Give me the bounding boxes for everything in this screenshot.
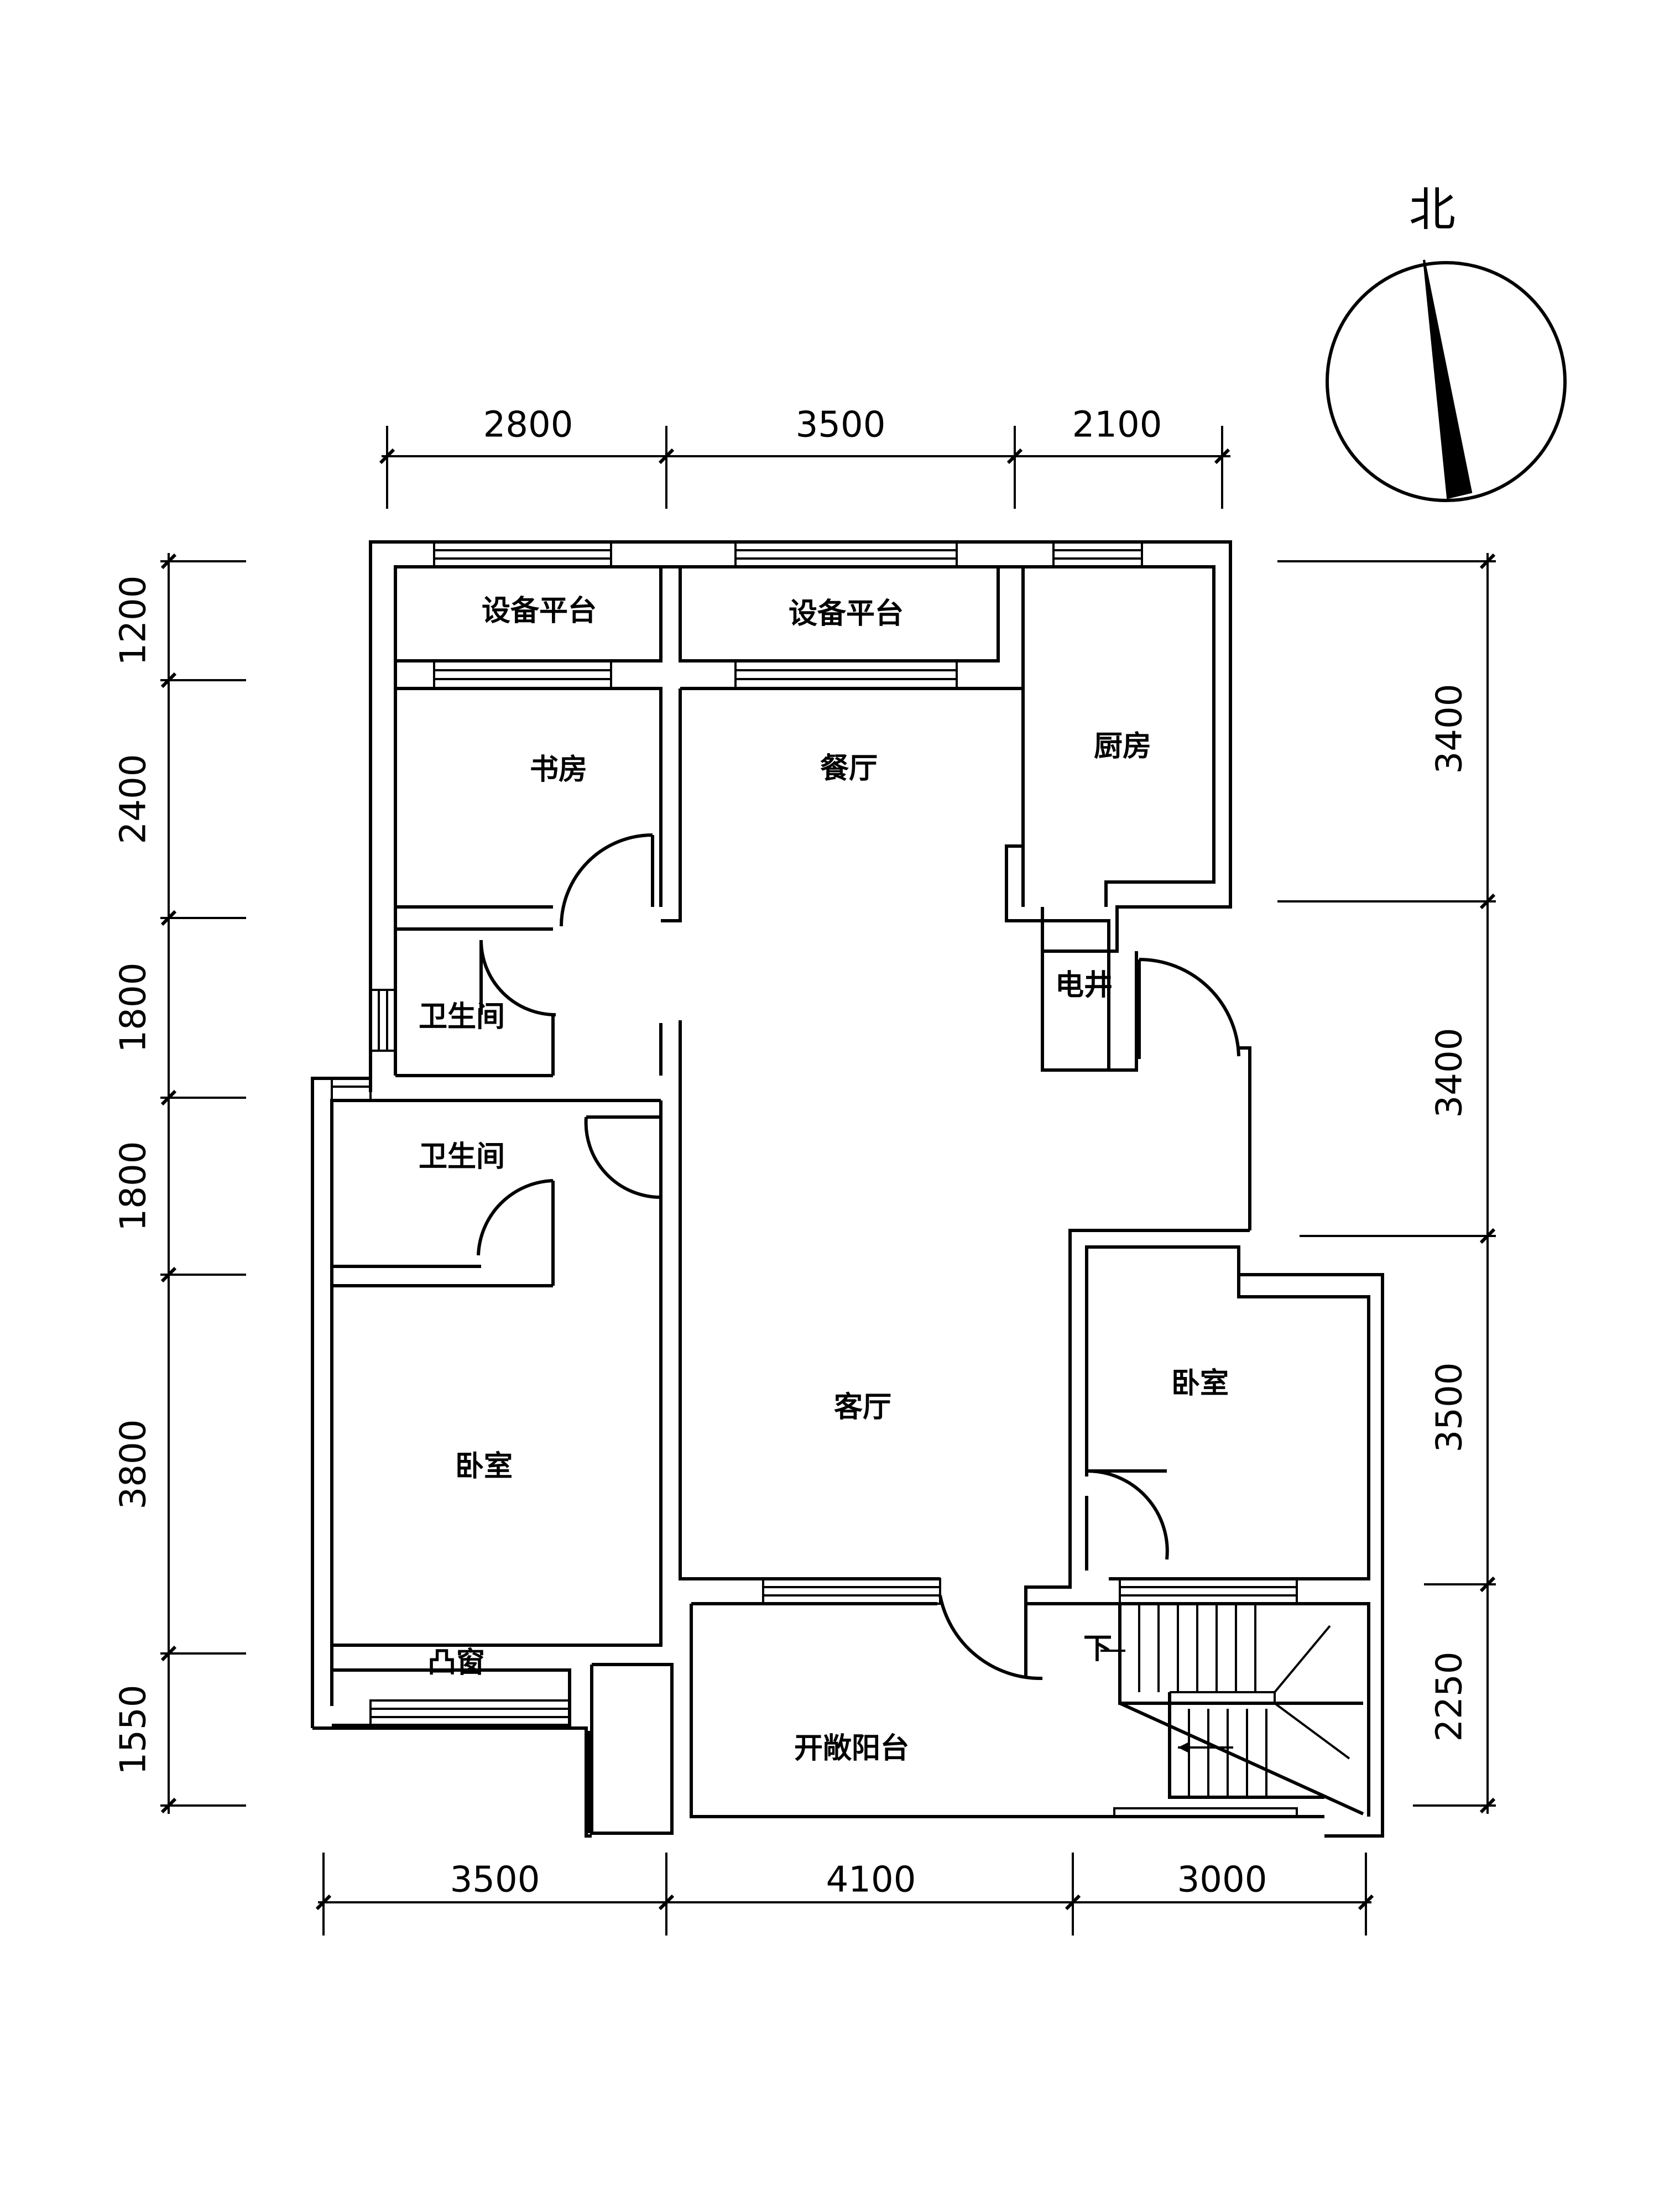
dim-left-4: 1800 (113, 1141, 154, 1232)
stair-down-label: 下 (1083, 1632, 1112, 1666)
dim-bottom-1: 3500 (450, 1860, 540, 1901)
dim-top-1: 2800 (483, 405, 573, 446)
room-label-dining: 餐厅 (820, 752, 878, 785)
staircase: 下 (1083, 1604, 1364, 1815)
dim-right-1: 3400 (1430, 684, 1470, 774)
walls (311, 540, 1384, 1838)
dim-left-5: 3800 (113, 1420, 154, 1510)
dimension-right: 3400 3400 3500 2250 (1277, 553, 1496, 1814)
room-labels: 设备平台 设备平台 书房 餐厅 厨房 电井 卫生间 卫生间 卧室 客厅 卧室 凸… (419, 594, 1229, 1765)
dim-left-6: 1550 (113, 1685, 154, 1775)
room-label-bedroom-right: 卧室 (1171, 1367, 1229, 1400)
room-label-bathroom-lower: 卫生间 (419, 1140, 505, 1173)
dimension-bottom: 3500 4100 3000 (315, 1853, 1374, 1936)
room-label-study: 书房 (530, 753, 587, 786)
room-label-bedroom-left: 卧室 (455, 1450, 513, 1483)
room-label-kitchen: 厨房 (1094, 730, 1151, 763)
dim-right-3: 3500 (1430, 1363, 1470, 1453)
dim-bottom-3: 3000 (1177, 1860, 1267, 1901)
dim-right-2: 3400 (1430, 1028, 1470, 1118)
dim-bottom-2: 4100 (826, 1860, 916, 1901)
dim-top-2: 3500 (796, 405, 886, 446)
dim-top-3: 2100 (1072, 405, 1162, 446)
stair-arrow-icon (1178, 1742, 1189, 1753)
room-label-equipment-platform-left: 设备平台 (482, 594, 597, 628)
dim-left-2: 2400 (113, 754, 154, 844)
room-label-bathroom-upper: 卫生间 (419, 1000, 505, 1034)
dimension-left: 1200 2400 1800 1800 3800 1550 (113, 553, 246, 1814)
room-label-living-room: 客厅 (834, 1391, 891, 1424)
doors (477, 833, 1240, 1681)
dim-right-4: 2250 (1430, 1652, 1470, 1742)
dimension-top: 2800 3500 2100 (379, 405, 1230, 509)
compass-circle (1326, 261, 1567, 502)
windows (331, 541, 1298, 1833)
north-label: 北 (1409, 182, 1455, 237)
room-label-bay-window: 凸窗 (427, 1646, 485, 1679)
room-label-equipment-platform-mid: 设备平台 (789, 597, 904, 630)
compass-needle-icon (1423, 259, 1473, 499)
room-label-electric-shaft: 电井 (1055, 969, 1113, 1002)
dim-left-3: 1800 (113, 963, 154, 1053)
dim-left-1: 1200 (113, 576, 154, 666)
room-label-open-balcony: 开敞阳台 (794, 1732, 909, 1765)
north-compass: 北 (1326, 182, 1567, 502)
